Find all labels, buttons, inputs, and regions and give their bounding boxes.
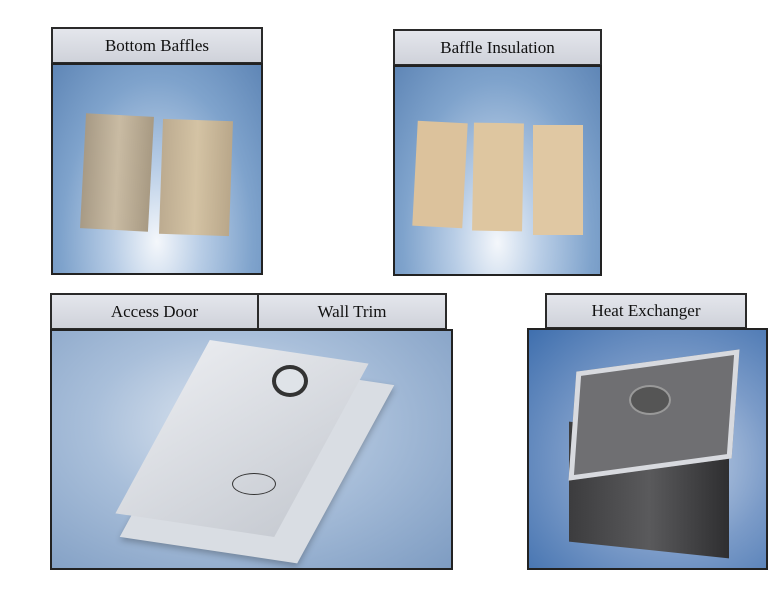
label-text: Wall Trim: [317, 301, 387, 321]
bottom-baffles-label: Bottom Baffles: [51, 27, 263, 64]
bottom-baffles-photo: [51, 63, 263, 275]
exchanger-flue-collar: [629, 385, 671, 415]
label-text: Access Door: [110, 301, 199, 321]
baffle-insulation-label: Baffle Insulation: [393, 29, 602, 66]
label-text: Baffle Insulation: [440, 37, 555, 57]
label-text: Bottom Baffles: [104, 35, 210, 55]
brand-logo: [232, 473, 276, 495]
heat-exchanger-label: Heat Exchanger: [545, 293, 747, 329]
heat-exchanger-photo: [527, 328, 768, 570]
insulation-board: [472, 122, 524, 232]
access-door-label: Access Door: [50, 293, 259, 330]
access-door-photo: [50, 329, 453, 570]
baffle-insulation-photo: [393, 65, 602, 276]
insulation-board: [412, 120, 468, 229]
insulation-board: [533, 125, 583, 235]
label-text: Heat Exchanger: [591, 301, 701, 320]
baffle-plate: [80, 113, 154, 232]
baffle-plate: [159, 118, 233, 237]
door-round-opening: [272, 365, 308, 397]
wall-trim-label: Wall Trim: [257, 293, 447, 330]
